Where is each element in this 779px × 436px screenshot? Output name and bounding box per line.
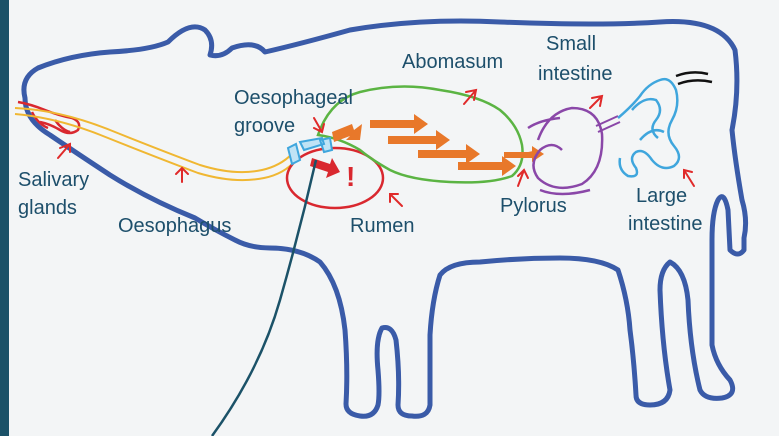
flow-arrow [370,114,428,134]
label-large-intestine-line2: intestine [628,213,703,235]
small-intestine-connector [596,116,620,132]
tail-stub-lines [676,72,712,84]
feeding-tube [212,160,316,436]
pointer-oesophagus [176,168,188,182]
label-large-intestine-line1: Large [636,185,687,207]
large-intestine-shape [618,79,679,176]
label-oesophageal-groove-line2: groove [234,115,295,137]
pointer-pylorus [518,170,528,186]
flow-arrow [388,130,450,150]
label-oesophagus: Oesophagus [118,215,231,237]
small-intestine-shape [528,108,602,194]
label-salivary-glands-line2: glands [18,197,77,219]
pointer-abomasum [464,90,476,104]
left-accent-bar [0,0,9,436]
pointer-rumen [390,194,402,206]
label-rumen: Rumen [350,215,414,237]
rumen-exclamation: ! [346,161,355,192]
label-pylorus: Pylorus [500,195,567,217]
label-small-intestine-line1: Small [546,33,596,55]
label-abomasum: Abomasum [402,51,503,73]
label-small-intestine-line2: intestine [538,63,613,85]
flow-arrow [418,144,480,164]
pointer-salivary [58,144,70,158]
label-oesophageal-groove-line1: Oesophageal [234,87,353,109]
pointer-large-intestine [684,170,694,186]
pointer-small-intestine [590,96,602,108]
label-salivary-glands-line1: Salivary [18,169,89,191]
flow-arrow [332,124,362,142]
